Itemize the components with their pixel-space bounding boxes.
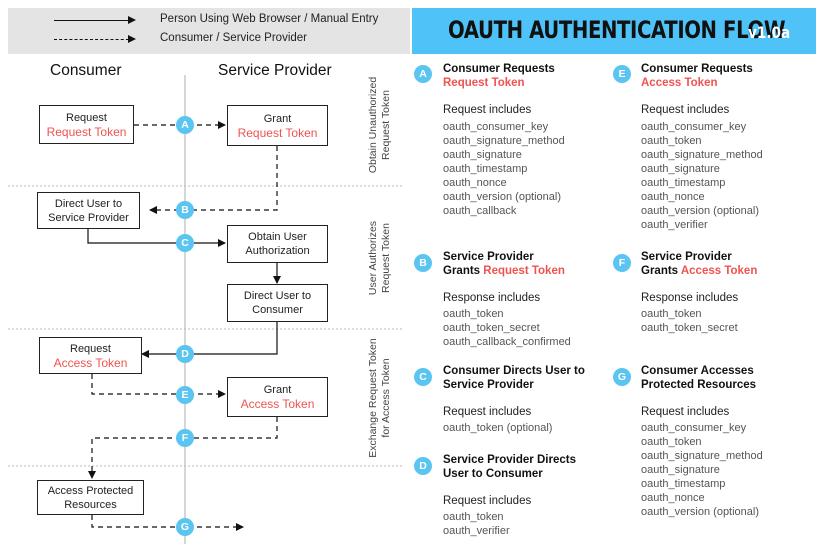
arrow-d — [141, 322, 278, 358]
section-d-list: oauth_token oauth_verifier — [443, 511, 510, 537]
section-a-sub: Request includes — [443, 104, 532, 116]
request-access-token-box: Request Access Token — [39, 337, 142, 374]
badge-b: B — [176, 201, 194, 219]
arrow-icon — [128, 35, 136, 43]
version-badge: v1.0a — [748, 23, 791, 42]
badge-d: D — [176, 345, 194, 363]
section-f-list: oauth_token oauth_token_secret — [641, 308, 738, 334]
section-f-title: Service Provider Grants Access Token — [641, 251, 758, 277]
badge-g: G — [176, 518, 194, 536]
section-a-list: oauth_consumer_key oauth_signature_metho… — [443, 121, 565, 217]
direct-user-sp-box: Direct User to Service Provider — [37, 192, 140, 229]
box-label: Grant — [263, 112, 292, 125]
section-badge-b: B — [414, 254, 432, 272]
section-e-sub: Request includes — [641, 104, 730, 116]
box-label: Direct User to — [54, 197, 123, 210]
provider-column-header: Service Provider — [218, 62, 332, 79]
page-title: OAUTH AUTHENTICATION FLOW — [448, 16, 786, 44]
phase-label-exchange: Exchange Request Token for Access Token — [367, 338, 392, 458]
section-badge-f: F — [613, 254, 631, 272]
section-g-title: Consumer Accesses Protected Resources — [641, 365, 757, 391]
phase-label-unauthorized: Obtain Unauthorized Request Token — [367, 76, 392, 174]
obtain-user-auth-box: Obtain User Authorization — [227, 225, 328, 263]
arrow-icon — [128, 16, 136, 24]
box-label: Grant — [263, 384, 292, 396]
section-d-sub: Request includes — [443, 495, 532, 507]
section-c-title: Consumer Directs User to Service Provide… — [443, 365, 585, 391]
section-b-list: oauth_token oauth_token_secret oauth_cal… — [443, 308, 571, 348]
box-label: Authorization — [245, 245, 310, 257]
phase-label-authorizes: User Authorizes Request Token — [367, 220, 392, 296]
dashed-line-sample — [54, 39, 134, 40]
badge-e: E — [176, 386, 194, 404]
box-label: Service Provider — [48, 211, 129, 224]
section-c-sub: Request includes — [443, 406, 532, 418]
section-g-sub: Request includes — [641, 406, 730, 418]
section-badge-e: E — [613, 65, 631, 83]
box-label: Access Protected — [47, 484, 134, 497]
title-bar: OAUTH AUTHENTICATION FLOW v1.0a — [412, 8, 816, 54]
box-label: Request — [66, 111, 107, 124]
arrow-b — [149, 146, 278, 214]
arrow-c — [87, 229, 226, 247]
direct-user-consumer-box: Direct User to Consumer — [227, 284, 328, 322]
section-badge-d: D — [414, 457, 432, 475]
box-label: Obtain User — [248, 231, 307, 243]
section-e-title: Consumer Requests Access Token — [641, 63, 753, 89]
section-e-list: oauth_consumer_key oauth_token oauth_sig… — [641, 121, 763, 231]
section-b-sub: Response includes — [443, 292, 541, 304]
box-highlight: Request Token — [46, 124, 127, 139]
section-a-title: Consumer Requests Request Token — [443, 63, 555, 89]
badge-c: C — [176, 234, 194, 252]
badge-a: A — [176, 116, 194, 134]
section-f-sub: Response includes — [641, 292, 739, 304]
section-g-list: oauth_consumer_key oauth_token oauth_sig… — [641, 422, 763, 518]
badge-f: F — [176, 429, 194, 447]
legend-dashed-label: Consumer / Service Provider — [160, 32, 307, 44]
solid-line-sample — [54, 20, 134, 21]
box-label: Direct User to — [243, 290, 312, 302]
request-request-token-box: Request Request Token — [39, 105, 134, 144]
box-highlight: Access Token — [53, 355, 128, 370]
box-label: Consumer — [252, 304, 303, 316]
box-highlight: Access Token — [240, 397, 315, 411]
arrow-e — [91, 374, 226, 398]
box-label: Resources — [64, 498, 117, 511]
box-highlight: Request Token — [237, 125, 318, 140]
box-label: Request — [70, 342, 111, 355]
section-c-list: oauth_token (optional) — [443, 422, 553, 434]
access-protected-box: Access Protected Resources — [37, 480, 144, 515]
arrow-f — [88, 417, 278, 479]
arrow-g — [91, 515, 244, 531]
section-b-title: Service Provider Grants Request Token — [443, 251, 565, 277]
section-d-title: Service Provider Directs User to Consume… — [443, 454, 576, 480]
grant-request-token-box: Grant Request Token — [227, 105, 328, 146]
section-badge-a: A — [414, 65, 432, 83]
section-badge-g: G — [613, 368, 631, 386]
grant-access-token-box: Grant Access Token — [227, 377, 328, 417]
legend: Person Using Web Browser / Manual Entry … — [8, 8, 410, 54]
section-badge-c: C — [414, 368, 432, 386]
consumer-column-header: Consumer — [50, 62, 122, 79]
legend-solid-label: Person Using Web Browser / Manual Entry — [160, 13, 379, 25]
